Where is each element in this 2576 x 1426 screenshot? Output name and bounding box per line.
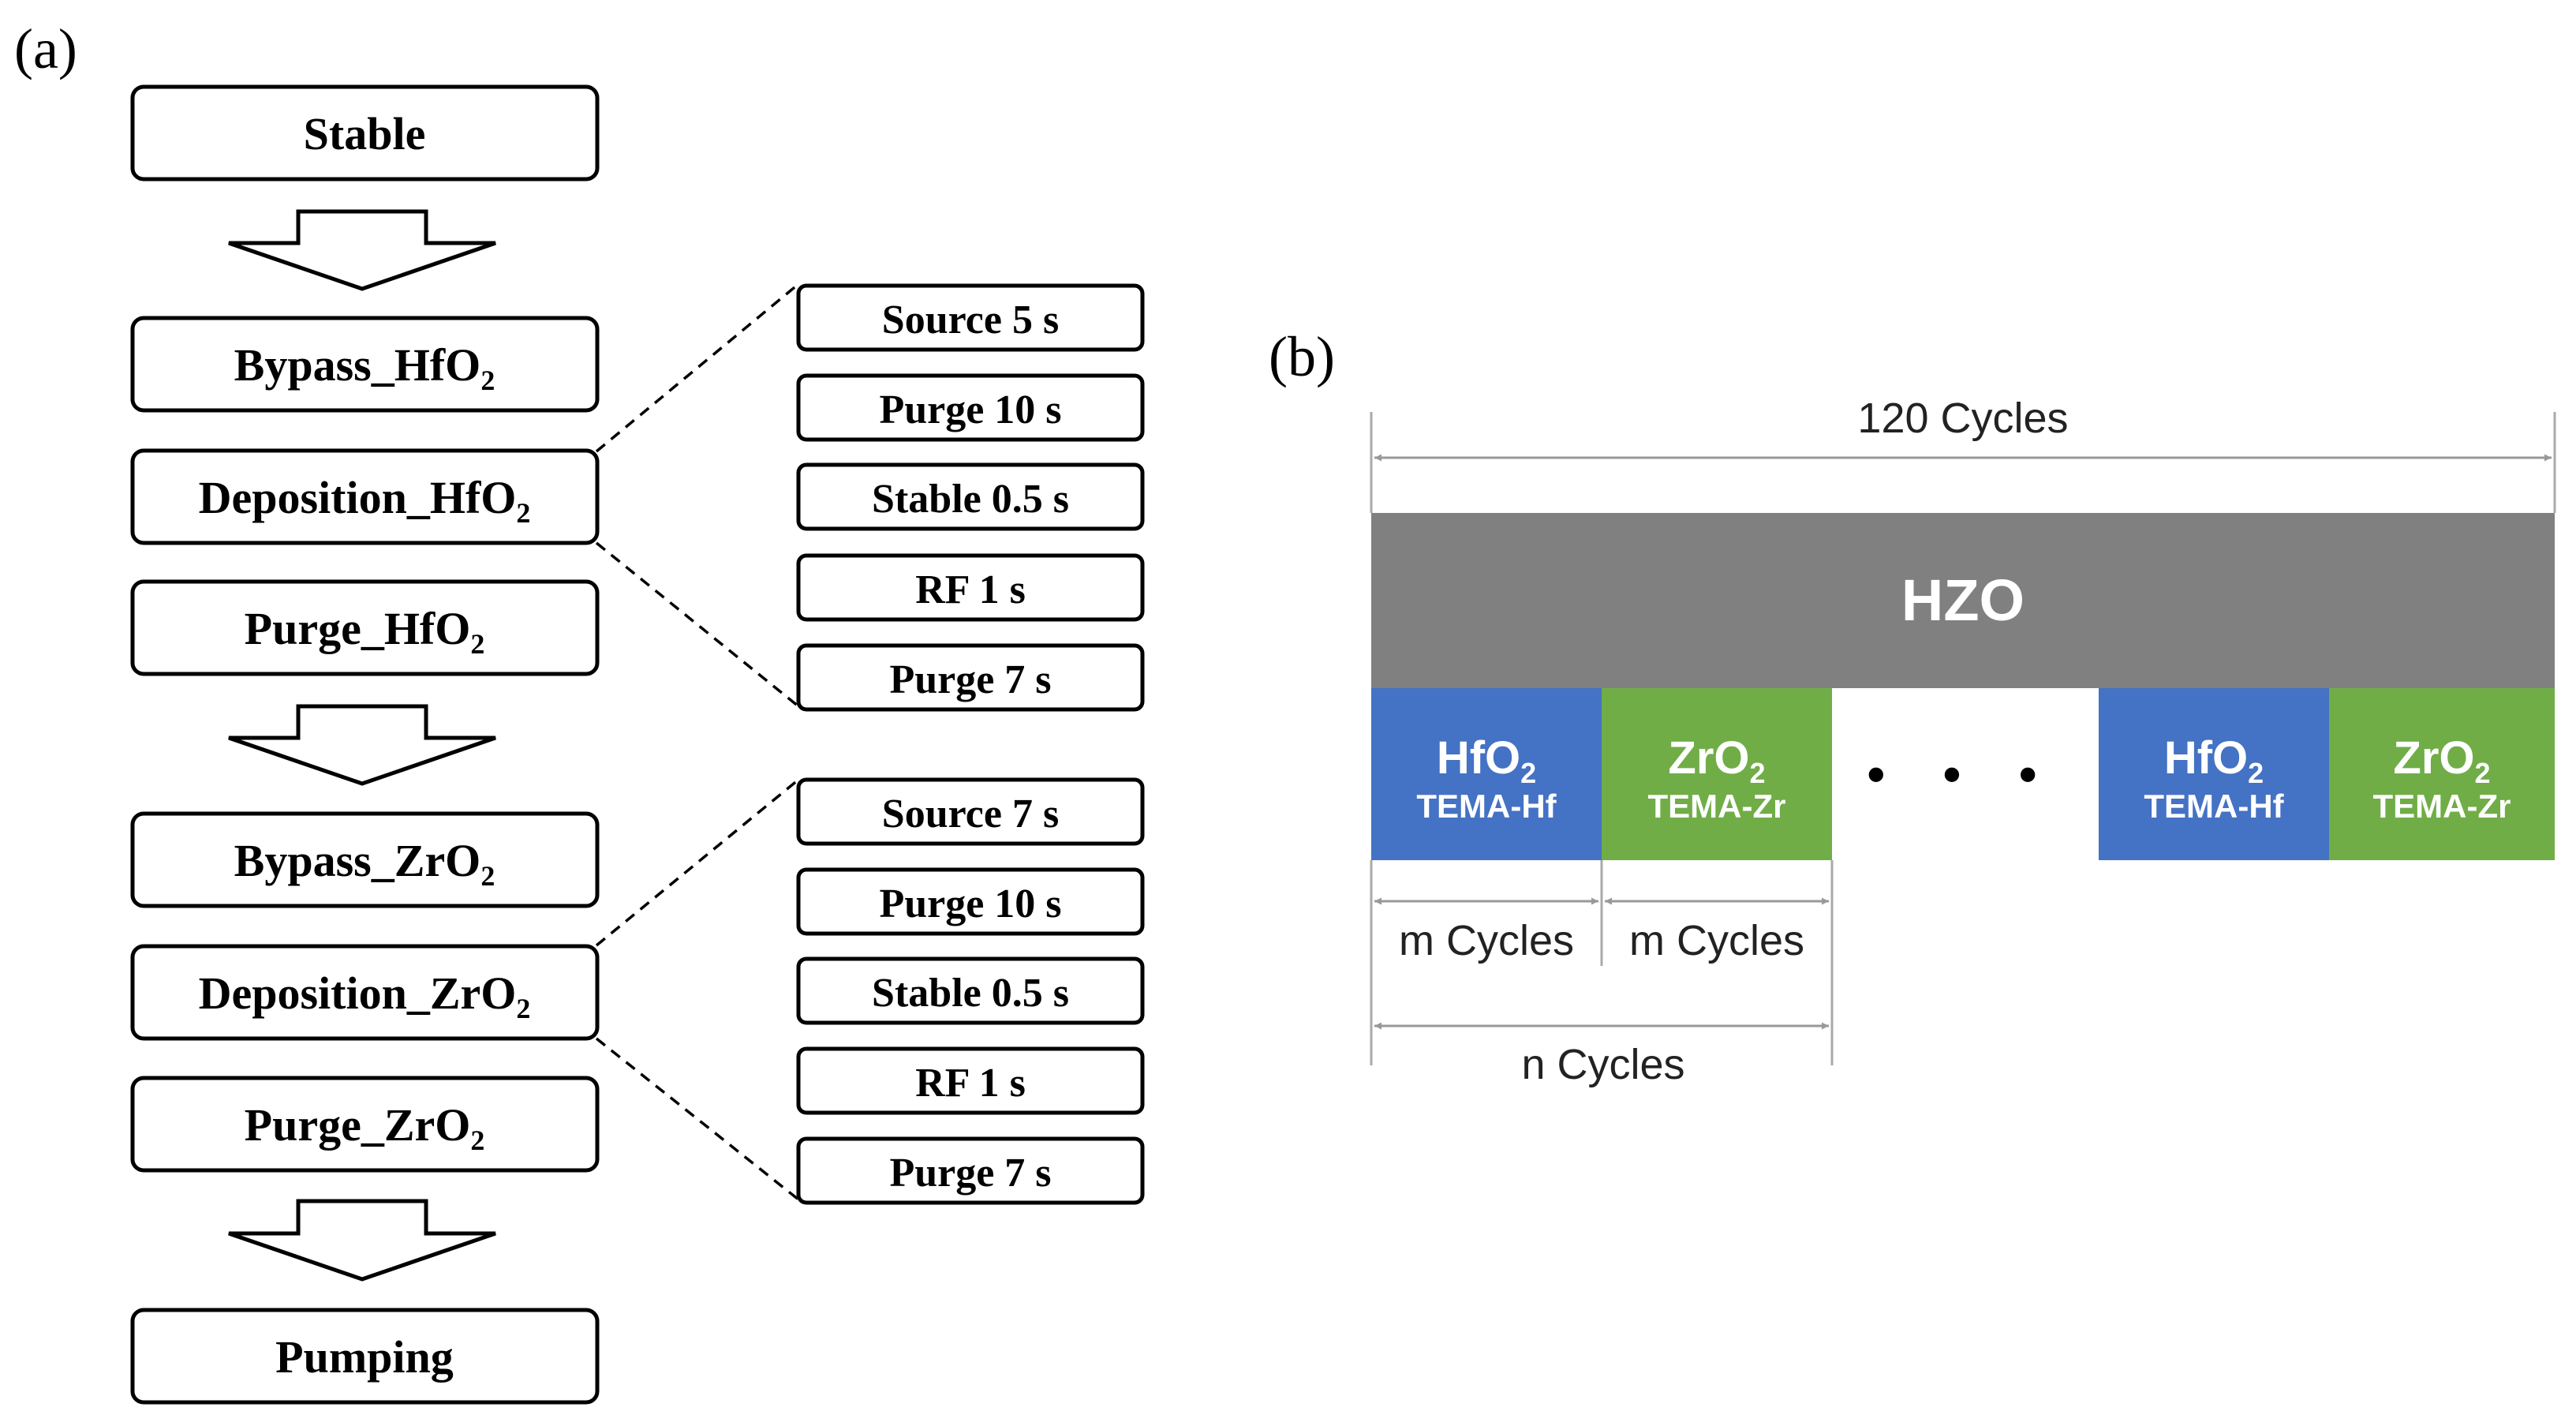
sublayer-block	[2099, 688, 2329, 860]
detail-box	[796, 777, 1145, 846]
detail-label: Purge 10 s	[879, 387, 1061, 432]
step-label-purge-hfo2-subscript: 2	[470, 628, 484, 660]
panel-b-label: (b)	[1269, 325, 1335, 388]
total-cycles-label: 120 Cycles	[1857, 395, 2068, 442]
m-cycles-label: m Cycles	[1399, 917, 1574, 964]
detail-box	[796, 867, 1145, 936]
detail-box	[796, 1046, 1145, 1115]
step-box-bypass-zro2	[130, 811, 600, 908]
step-box-deposition-zro2	[130, 944, 600, 1041]
step-box-bypass-hfo2	[130, 316, 600, 413]
step-label-bypass-hfo2-subscript: 2	[480, 365, 495, 396]
precursor-label: TEMA-Zr	[2373, 788, 2511, 825]
down-arrow-icon	[228, 209, 496, 291]
step-label-stable: Stable	[304, 108, 426, 159]
m-cycles-label: m Cycles	[1629, 917, 1804, 964]
hzo-label: HZO	[1901, 567, 2025, 633]
expansion-line	[595, 541, 800, 708]
sublayer-formula: ZrO2	[1668, 732, 1765, 789]
detail-box	[796, 553, 1145, 622]
step-label-purge-zro2-main: Purge_ZrO	[245, 1099, 471, 1151]
detail-label: Source 7 s	[882, 792, 1059, 837]
step-label-purge-hfo2-main: Purge_HfO	[245, 603, 471, 654]
detail-label: Purge 7 s	[889, 657, 1051, 702]
step-box-deposition-hfo2	[130, 448, 600, 545]
sublayer-blocks: HfO2TEMA-HfZrO2TEMA-ZrHfO2TEMA-HfZrO2TEM…	[1371, 688, 2555, 860]
step-label-stable-main: Stable	[304, 108, 426, 159]
step-label-bypass-hfo2: Bypass_HfO2	[234, 339, 495, 396]
step-label-bypass-zro2-subscript: 2	[480, 860, 495, 892]
step-label-deposition-zro2-main: Deposition_ZrO	[199, 968, 517, 1019]
step-label-purge-hfo2: Purge_HfO2	[245, 603, 485, 660]
sublayer-formula-main: ZrO	[2393, 732, 2474, 784]
sublayer-block	[2329, 688, 2555, 860]
detail-box	[796, 283, 1145, 352]
sublayer-formula-main: ZrO	[1668, 732, 1749, 784]
panel-a-label: (a)	[14, 17, 77, 80]
sublayer-formula-main: HfO	[1437, 732, 1520, 784]
step-box-pumping	[130, 1308, 600, 1405]
sublayer-formula: ZrO2	[2393, 732, 2490, 789]
sublayer-formula-subscript: 2	[1750, 757, 1766, 789]
expansion-line	[595, 283, 800, 453]
step-label-bypass-zro2: Bypass_ZrO2	[234, 835, 495, 892]
precursor-label: TEMA-Zr	[1648, 788, 1786, 825]
step-box-stable	[130, 84, 600, 182]
step-label-bypass-hfo2-main: Bypass_HfO	[234, 339, 481, 391]
step-box-purge-zro2	[130, 1076, 600, 1173]
detail-label: Purge 10 s	[879, 881, 1061, 926]
step-label-deposition-zro2-subscript: 2	[516, 993, 530, 1024]
step-label-pumping: Pumping	[275, 1331, 454, 1383]
sublayer-formula-subscript: 2	[1520, 757, 1536, 789]
step-label-purge-zro2: Purge_ZrO2	[245, 1099, 485, 1156]
expansion-line	[595, 1037, 800, 1201]
down-arrow-icon	[228, 1199, 496, 1282]
sublayer-formula-subscript: 2	[2475, 757, 2491, 789]
n-cycles-label: n Cycles	[1521, 1041, 1684, 1088]
detail-box	[796, 1136, 1145, 1205]
detail-label: Purge 7 s	[889, 1151, 1051, 1196]
step-box-purge-hfo2	[130, 579, 600, 676]
detail-label: Stable 0.5 s	[872, 477, 1069, 522]
step-label-pumping-main: Pumping	[275, 1331, 454, 1383]
down-arrow-icon	[228, 704, 496, 786]
sublayer-formula: HfO2	[1437, 732, 1536, 789]
step-detail-boxes: Source 5 s Purge 10 s Stable 0.5 s RF 1 s Pu…	[796, 283, 1145, 1205]
step-label-deposition-hfo2-main: Deposition_HfO	[199, 472, 517, 523]
step-label-deposition-hfo2-subscript: 2	[516, 497, 530, 529]
detail-box	[796, 462, 1145, 531]
detail-label: RF 1 s	[915, 1061, 1026, 1106]
detail-box	[796, 373, 1145, 442]
detail-box	[796, 956, 1145, 1025]
expansion-line	[595, 778, 800, 947]
detail-label: Stable 0.5 s	[872, 971, 1069, 1016]
sublayer-block	[1371, 688, 1602, 860]
step-label-purge-zro2-subscript: 2	[470, 1125, 484, 1156]
sublayer-block	[1602, 688, 1832, 860]
precursor-label: TEMA-Hf	[2144, 788, 2284, 825]
detail-label: RF 1 s	[915, 567, 1026, 612]
sublayer-formula-subscript: 2	[2248, 757, 2264, 789]
step-label-deposition-hfo2: Deposition_HfO2	[199, 472, 531, 529]
hzo-film-layer	[1371, 513, 2555, 688]
step-label-bypass-zro2-main: Bypass_ZrO	[234, 835, 481, 886]
precursor-label: TEMA-Hf	[1416, 788, 1557, 825]
sublayer-formula-main: HfO	[2164, 732, 2248, 784]
flow-chart: StableBypass_HfO2Deposition_HfO2Purge_Hf…	[130, 84, 600, 1405]
detail-label: Source 5 s	[882, 298, 1059, 342]
sublayer-formula: HfO2	[2164, 732, 2264, 789]
step-label-deposition-zro2: Deposition_ZrO2	[199, 968, 531, 1024]
detail-box	[796, 643, 1145, 712]
ellipsis-dots: • • •	[1868, 746, 2059, 803]
